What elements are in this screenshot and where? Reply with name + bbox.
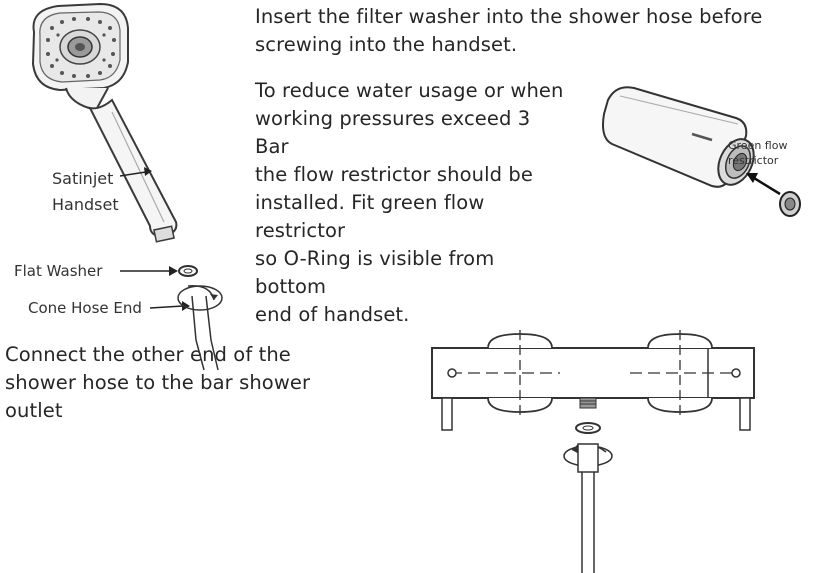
green-flow-restrictor-label: Green flow restrictor bbox=[728, 138, 787, 168]
instruction-line: so O-Ring is visible from bottom bbox=[255, 247, 495, 298]
satinjet-handset-label: Satinjet Handset bbox=[52, 166, 119, 218]
label-line: Green flow bbox=[728, 139, 788, 152]
instruction-line: shower hose to the bar shower bbox=[5, 371, 311, 394]
flat-washer-label: Flat Washer bbox=[14, 262, 103, 280]
instruction-line: Connect the other end of the bbox=[5, 343, 291, 366]
handset-illustration bbox=[31, 2, 223, 371]
bar-shower-illustration bbox=[431, 330, 755, 573]
instruction-line: To reduce water usage or when bbox=[255, 79, 564, 102]
instruction-line: installed. Fit green flow restrictor bbox=[255, 191, 485, 242]
instruction-line: the flow restrictor should be bbox=[255, 163, 533, 186]
label-line: restrictor bbox=[728, 154, 779, 167]
label-line: Handset bbox=[52, 195, 119, 214]
instruction-line: working pressures exceed 3 Bar bbox=[255, 107, 531, 158]
instruction-line: screwing into the handset. bbox=[255, 33, 518, 56]
instruction-line: Insert the filter washer into the shower… bbox=[255, 5, 763, 28]
connect-hose-instruction: Connect the other end of the shower hose… bbox=[5, 341, 335, 425]
label-line: Satinjet bbox=[52, 169, 114, 188]
instruction-line: end of handset. bbox=[255, 303, 410, 326]
flow-restrictor-illustration bbox=[602, 86, 801, 217]
cone-hose-end-label: Cone Hose End bbox=[28, 299, 142, 317]
filter-washer-instruction: Insert the filter washer into the shower… bbox=[255, 3, 815, 59]
instruction-line: outlet bbox=[5, 399, 63, 422]
flow-restrictor-instruction: To reduce water usage or when working pr… bbox=[255, 77, 565, 329]
